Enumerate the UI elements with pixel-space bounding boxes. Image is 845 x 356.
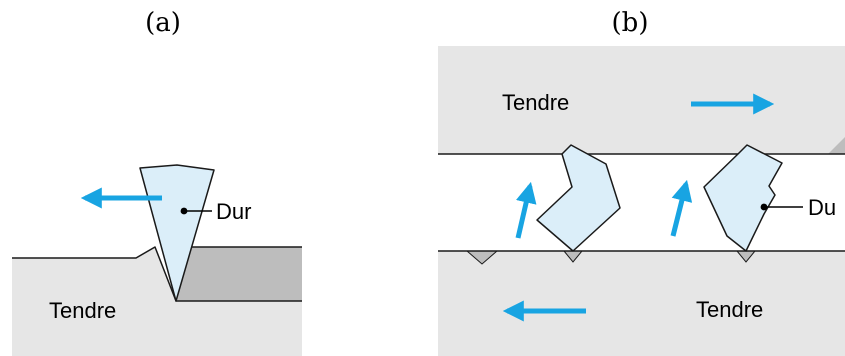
panel-a-label: (a) (145, 8, 181, 38)
panel-a-hard-label: Dur (216, 199, 251, 224)
panel-b-soft-top (438, 46, 845, 154)
panel-b-hard-label: Du (808, 195, 836, 220)
panel-b-rotation-arrow-2-icon (670, 179, 693, 237)
panel-b-notch-top-3 (828, 137, 845, 154)
panel-b-hard-particle-2 (703, 144, 783, 252)
panel-b-label: (b) (612, 8, 649, 38)
panel-b-soft-bottom (438, 251, 845, 356)
panel-b-soft-top-label: Tendre (502, 90, 569, 115)
panel-a: (a) Dur Tendre (12, 8, 302, 356)
panel-b-hard-particle-1 (536, 144, 621, 252)
panel-b-rotation-arrow-1-icon (515, 181, 537, 239)
panel-a-soft-material (12, 247, 302, 356)
panel-b-soft-bottom-label: Tendre (696, 297, 763, 322)
panel-a-groove (176, 247, 302, 301)
panel-a-soft-label: Tendre (49, 298, 116, 323)
panel-a-surface-line (12, 246, 302, 302)
panel-b: (b) Du Tendre Tendre (438, 8, 845, 356)
